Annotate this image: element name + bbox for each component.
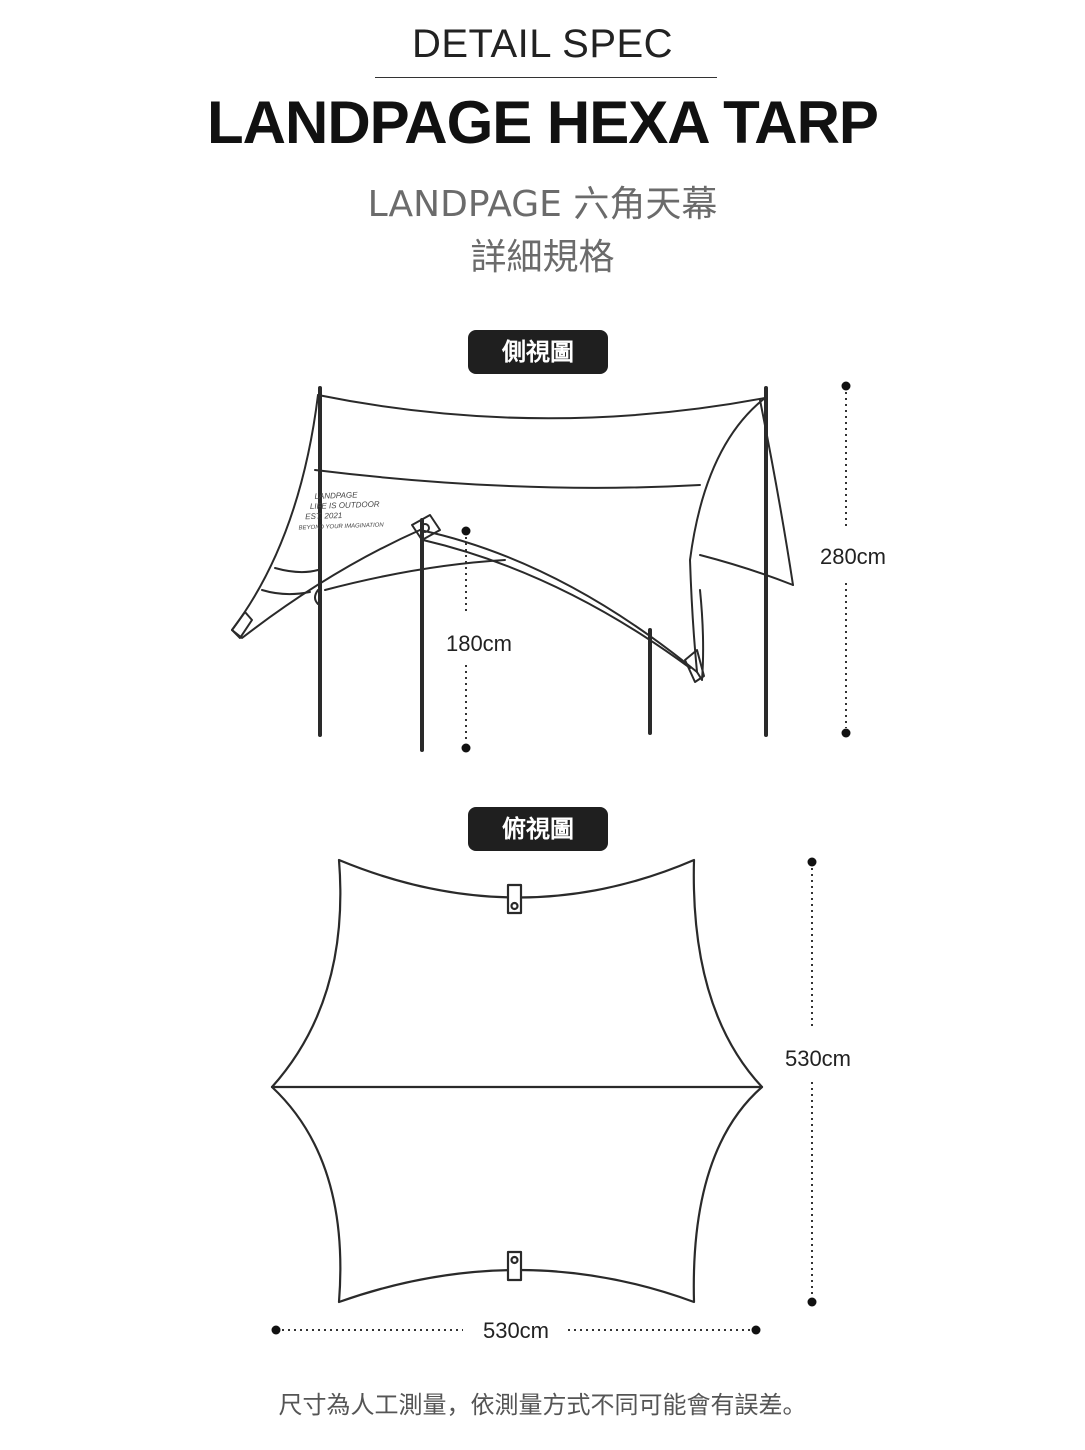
tarp-left-wing [231, 394, 319, 631]
print-line-4: BEYOND YOUR IMAGINATION [299, 522, 385, 531]
dimension-280: 280cm [820, 381, 886, 738]
page-title: LANDPAGE HEXA TARP [207, 89, 879, 156]
grommet-tab [411, 514, 441, 541]
dimension-length: 530cm [785, 857, 851, 1307]
subtitle-product-name: LANDPAGE 六角天幕 [367, 184, 718, 225]
tarp-band [314, 469, 701, 489]
divider [375, 77, 717, 78]
tarp-right-wing [689, 397, 766, 673]
print-line-3: EST. 2021 [305, 511, 342, 521]
dimension-width-label: 530cm [483, 1318, 549, 1343]
dimension-180: 180cm [446, 526, 512, 753]
dimension-length-label: 530cm [785, 1046, 851, 1071]
eyebrow-label: DETAIL SPEC [411, 22, 674, 66]
subtitle-spec: 詳細規格 [470, 237, 615, 278]
top-view-tarp [270, 858, 764, 1304]
dimension-width: 530cm [271, 1318, 761, 1343]
print-line-1: LANDPAGE [314, 490, 358, 501]
footnote: 尺寸為人工測量，依測量方式不同可能會有誤差。 [278, 1391, 807, 1419]
dimension-280-label: 280cm [820, 544, 886, 569]
top-view-label: 俯視圖 [468, 807, 608, 851]
side-view-label: 側視圖 [468, 330, 608, 374]
dimension-180-label: 180cm [446, 631, 512, 656]
tarp-front-edge [419, 529, 698, 673]
print-line-2: LIFE IS OUTDOOR [310, 500, 380, 511]
tarp-top-edge [317, 394, 766, 420]
